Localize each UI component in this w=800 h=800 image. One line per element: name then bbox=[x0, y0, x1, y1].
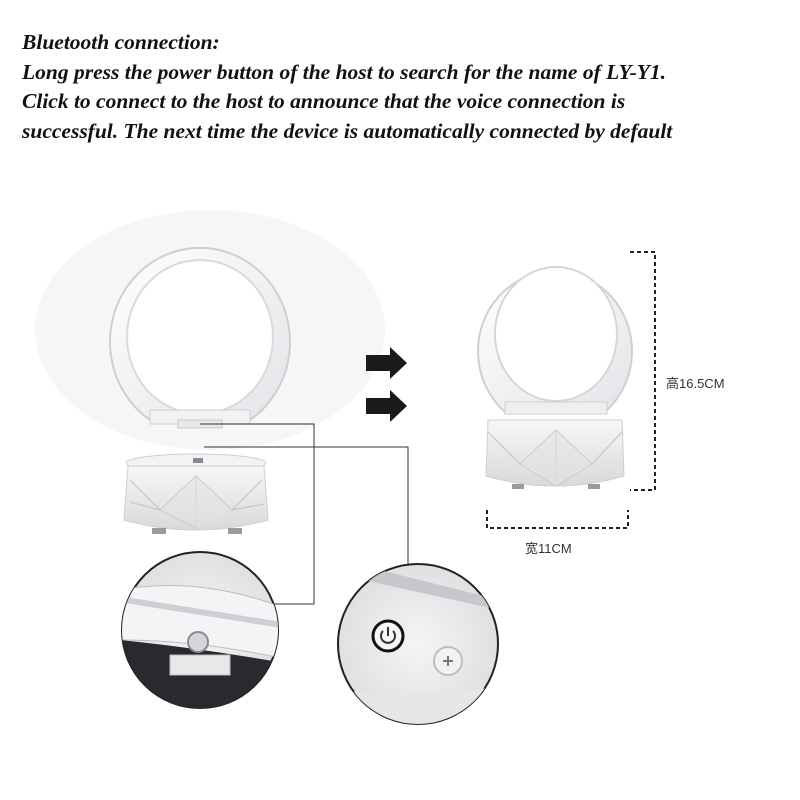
instructions-line-3: successful. The next time the device is … bbox=[22, 118, 673, 143]
instructions-text-block: Bluetooth connection: Long press the pow… bbox=[22, 28, 792, 146]
instructions-heading: Bluetooth connection: bbox=[22, 30, 220, 54]
zoom-detail-ring-connector bbox=[121, 551, 279, 709]
height-dimension-label: 高16.5CM bbox=[666, 376, 725, 391]
plus-icon bbox=[433, 646, 463, 676]
assembled-speaker bbox=[477, 266, 633, 489]
power-icon bbox=[371, 619, 405, 653]
width-dimension-line bbox=[486, 510, 629, 529]
right-arrow-icon bbox=[366, 390, 407, 422]
separated-ring bbox=[109, 246, 291, 429]
host-base-left bbox=[123, 453, 269, 534]
width-dimension-label: 宽11CM bbox=[525, 541, 572, 556]
right-arrow-icon bbox=[366, 347, 407, 379]
callout-lines bbox=[200, 423, 409, 605]
instructions-line-2: Click to connect to the host to announce… bbox=[22, 89, 626, 113]
height-dimension-line bbox=[630, 251, 656, 491]
zoom-detail-buttons bbox=[337, 563, 499, 725]
instructions-line-1: Long press the power button of the host … bbox=[22, 59, 667, 84]
